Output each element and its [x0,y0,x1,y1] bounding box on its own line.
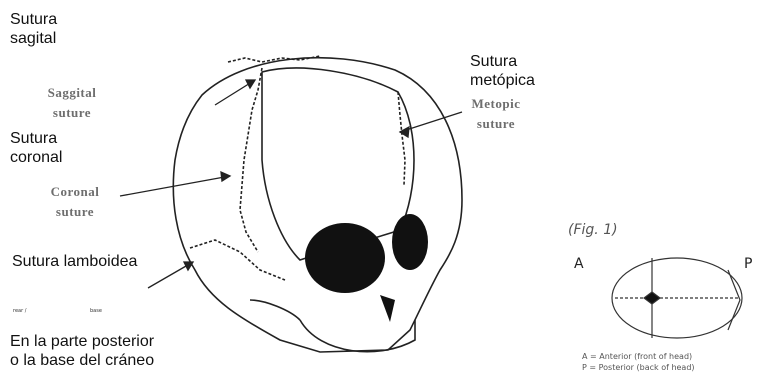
fig1-legend-anterior: A = Anterior (front of head) [582,352,692,362]
label-metopic-suture: Metopic suture [462,94,530,134]
fig1-legend-posterior: P = Posterior (back of head) [582,363,695,373]
fig1-drawing [612,258,742,338]
label-sutura-metopica: Sutura metópica [470,52,535,90]
label-sutura-sagital: Sutura sagital [10,10,57,48]
left-orbit [305,223,385,293]
fig1-title: (Fig. 1) [568,222,618,238]
fig1-posterior-label: P [744,256,752,272]
label-base-craneo: En la parte posterior o la base del crán… [10,332,154,370]
tiny-base-text: base [90,308,102,314]
label-sutura-coronal: Sutura coronal [10,129,62,167]
tiny-rear-text: rear / [13,308,26,314]
nasal-cavity [380,295,395,322]
skull-illustration [173,56,462,352]
label-sutura-lamboidea: Sutura lamboidea [12,252,137,271]
right-orbit [392,214,428,270]
label-coronal-suture: Coronal suture [30,182,120,222]
fig1-anterior-label: A [574,256,584,272]
label-saggital-suture: Saggital suture [28,83,116,123]
